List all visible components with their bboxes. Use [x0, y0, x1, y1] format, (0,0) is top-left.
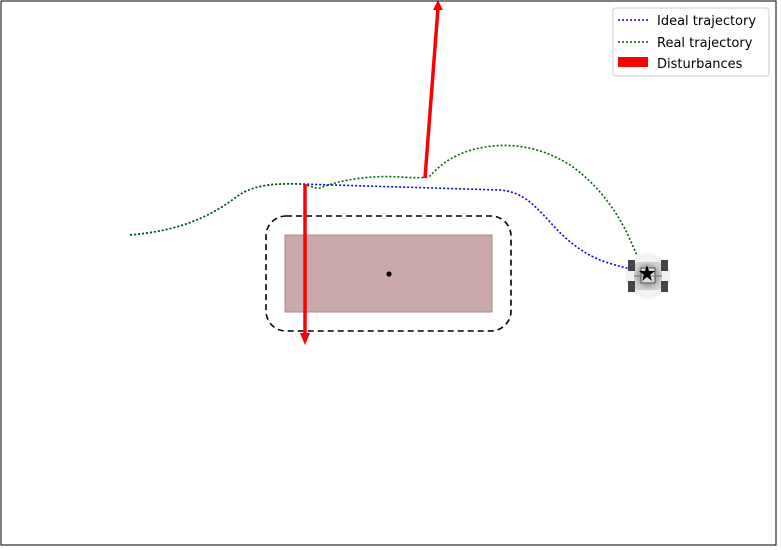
- goal-star-icon: [639, 265, 655, 281]
- legend-real-label: Real trajectory: [657, 36, 753, 51]
- legend-box: [612, 7, 770, 77]
- safety-margin-outline: [265, 215, 512, 332]
- disturbance-arrow-up: [423, 1, 443, 179]
- legend-ideal-label: Ideal trajectory: [657, 14, 756, 29]
- legend-item-disturbances: Disturbances: [618, 57, 743, 72]
- legend-item-ideal: Ideal trajectory: [618, 14, 756, 29]
- disturbance-arrow-down: [300, 184, 310, 345]
- legend: Ideal trajectory Real trajectory Disturb…: [612, 7, 770, 77]
- legend-disturbance-patch: [618, 57, 648, 67]
- legend-disturbances-label: Disturbances: [657, 57, 743, 72]
- legend-item-real: Real trajectory: [618, 36, 753, 51]
- obstacle-center-dot-icon: [386, 271, 392, 277]
- ideal-trajectory-line: [129, 183, 647, 272]
